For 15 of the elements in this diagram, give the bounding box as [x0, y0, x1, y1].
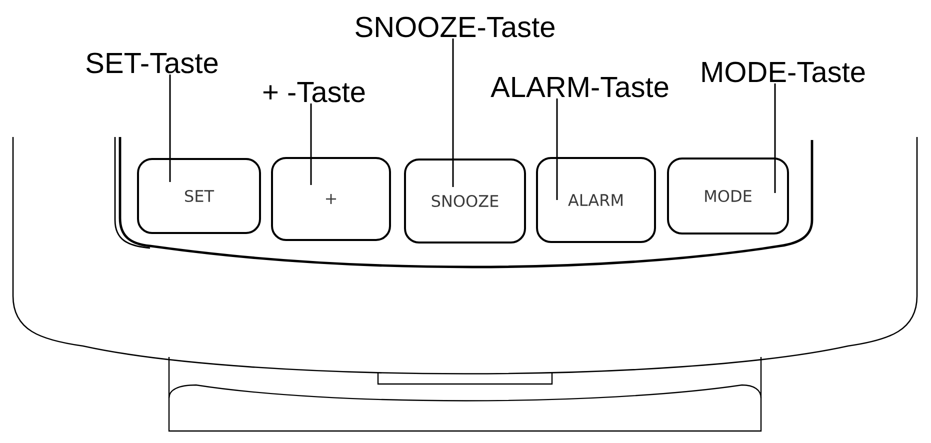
button: SET [137, 158, 261, 234]
leader-line [556, 98, 558, 200]
button: MODE [667, 158, 789, 234]
leader-line [452, 38, 454, 187]
callout-label: ALARM-Taste [490, 77, 668, 98]
callout-label: MODE-Taste [702, 62, 865, 82]
leader-line [774, 83, 776, 193]
button: + [271, 157, 391, 241]
button: ALARM [536, 157, 656, 243]
button: SNOOZE [404, 158, 526, 244]
leader-line [169, 74, 171, 182]
leader-line [310, 103, 312, 185]
callout-label: SNOOZE-Taste [356, 16, 554, 38]
callout-label: + -Taste [263, 82, 365, 102]
callout-label: SET-Taste [86, 52, 218, 74]
